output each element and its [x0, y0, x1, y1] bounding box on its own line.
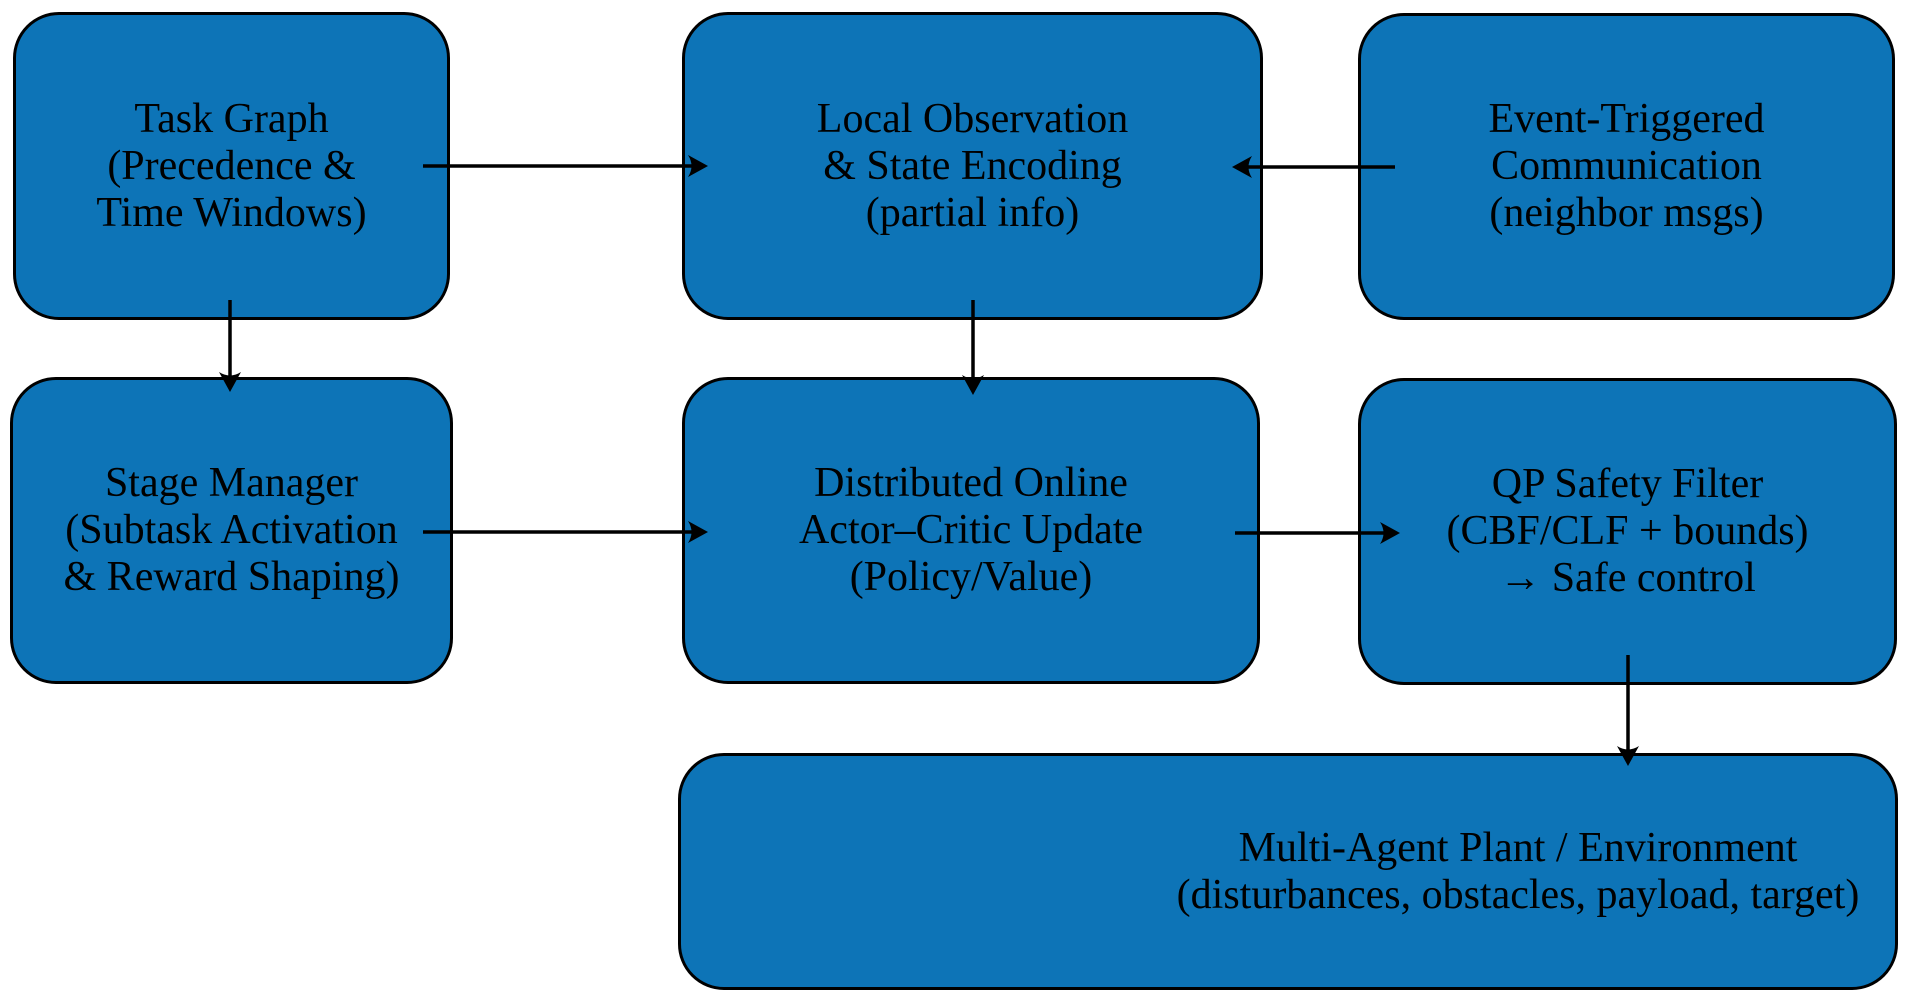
node-text-line: Local Observation [816, 95, 1129, 142]
node-text-line: (Policy/Value) [849, 554, 1093, 600]
node-event-triggered-communication: Event-Triggered Communication (neighbor … [1358, 13, 1895, 320]
node-local-observation: Local Observation & State Encoding (part… [682, 12, 1263, 320]
arrow-stage-manager-to-actor-critic [423, 521, 708, 543]
node-text-line: QP Safety Filter [1491, 461, 1764, 507]
node-text-line: (partial info) [865, 189, 1080, 236]
node-distributed-actor-critic: Distributed Online Actor–Critic Update (… [682, 377, 1260, 684]
node-text-line: Task Graph [134, 95, 329, 142]
node-text-line: (CBF/CLF + bounds) [1446, 508, 1809, 554]
arrow-task-graph-to-local-observation [423, 155, 708, 177]
node-text-line: Multi-Agent Plant / Environment [1238, 824, 1798, 871]
node-text-line: & Reward Shaping) [63, 554, 400, 600]
node-text-line: (neighbor msgs) [1489, 190, 1764, 236]
node-text-line: Time Windows) [96, 189, 367, 236]
node-task-graph: Task Graph (Precedence & Time Windows) [13, 12, 450, 320]
node-text-line: & State Encoding [823, 142, 1122, 189]
node-text-line: Actor–Critic Update [798, 507, 1144, 553]
node-text-line: Communication [1491, 143, 1762, 189]
node-text-line: → Safe control [1499, 555, 1756, 601]
node-stage-manager: Stage Manager (Subtask Activation & Rewa… [10, 377, 453, 684]
node-text-line: (Subtask Activation [65, 507, 398, 553]
node-text-line: (Precedence & [107, 142, 356, 189]
node-text-line: Distributed Online [814, 460, 1128, 506]
node-text-line: Stage Manager [104, 460, 359, 506]
node-multi-agent-plant: Multi-Agent Plant / Environment (disturb… [678, 753, 1898, 990]
node-text-line: Event-Triggered [1488, 96, 1765, 142]
node-text-line: (disturbances, obstacles, payload, targe… [1176, 871, 1860, 918]
node-qp-safety-filter: QP Safety Filter (CBF/CLF + bounds) → Sa… [1358, 378, 1897, 685]
node-text-block: Multi-Agent Plant / Environment (disturb… [1177, 825, 1860, 919]
